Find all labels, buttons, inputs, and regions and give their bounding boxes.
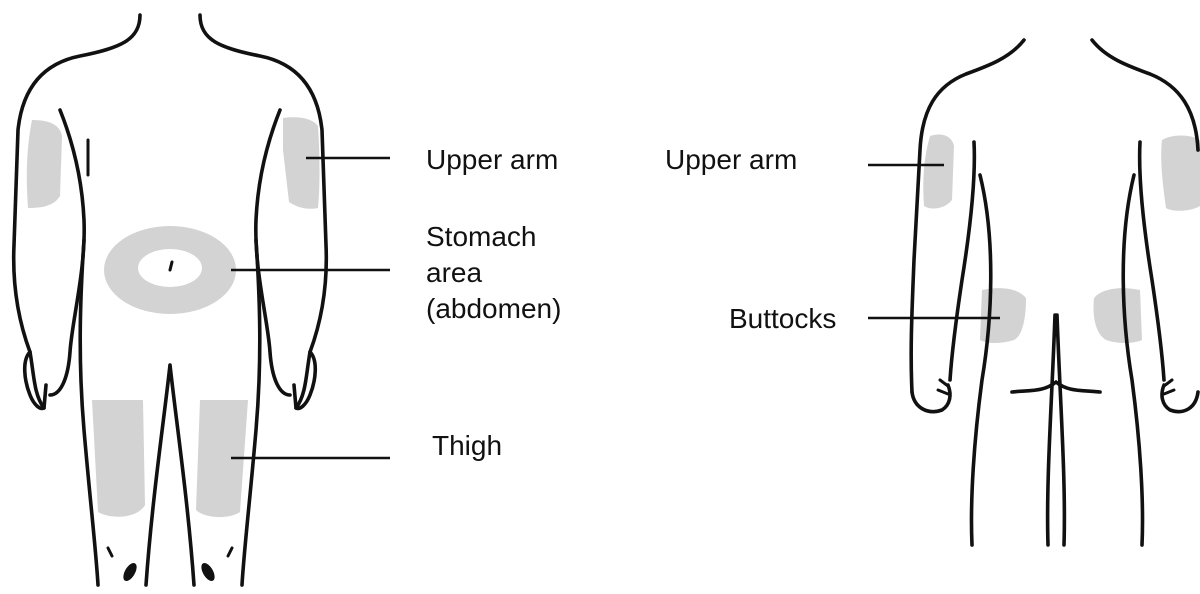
navel-icon [170,262,172,270]
left-buttock-zone [1094,288,1143,343]
back-right-fingers [938,380,948,394]
back-upper-arm-label: Upper arm [665,143,797,177]
back-gluteal-fold [1012,382,1100,392]
back-inner-arm-left [1140,142,1164,380]
front-upper-arm-label: Upper arm [426,143,558,177]
back-right-hand-outline [912,385,950,412]
back-inner-legs [1048,315,1065,545]
stomach-label-line3: (abdomen) [426,291,561,327]
front-right-upper-arm-zone [27,120,62,208]
front-knee-creases [108,548,232,556]
thigh-label: Thigh [432,429,502,463]
back-body-figure [911,40,1200,545]
back-left-fingers [1164,380,1174,394]
front-right-knee-mark [121,561,140,583]
stomach-label-line1: Stomach [426,219,537,255]
stomach-label-line2: area [426,255,482,291]
back-torso-legs-outline [971,175,1142,545]
back-left-hand-outline [1162,385,1198,412]
back-inner-arm-right [950,142,974,380]
front-left-knee-mark [199,561,218,583]
buttocks-label: Buttocks [729,302,836,336]
back-right-upper-arm-zone [923,134,954,208]
front-body-outline [14,15,327,408]
front-body-figure [14,15,327,585]
front-left-upper-arm-zone [283,117,320,208]
right-thigh-zone [92,400,145,517]
front-inner-legs [146,365,194,585]
back-left-upper-arm-zone [1161,136,1200,211]
